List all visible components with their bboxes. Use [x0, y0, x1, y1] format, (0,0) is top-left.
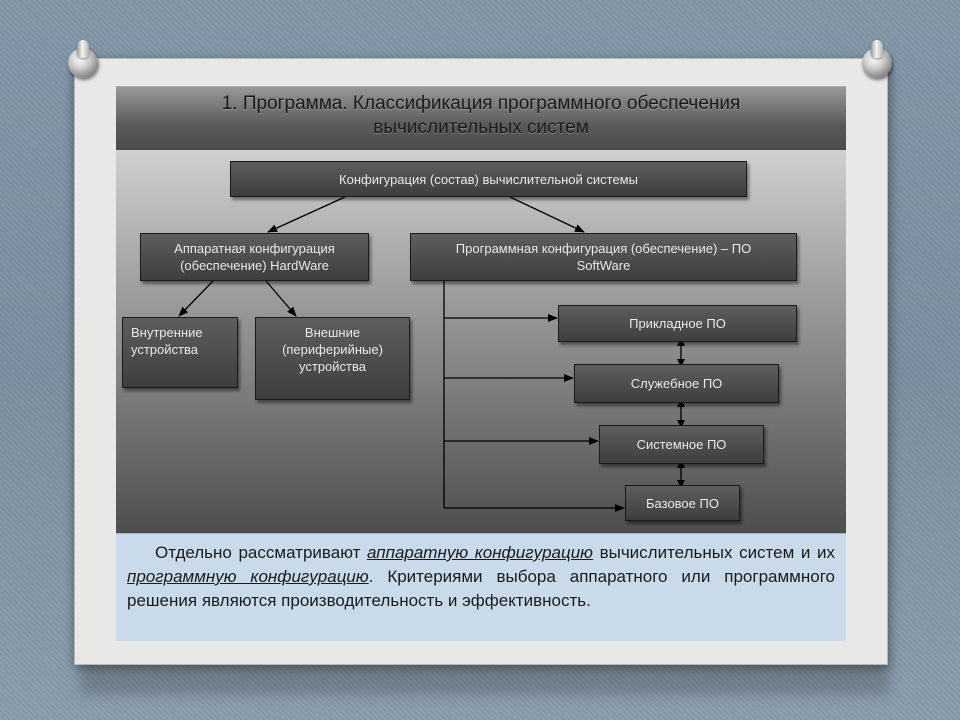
- slide-title: 1. Программа. Классификация программного…: [116, 92, 846, 140]
- box-service-software: Служебное ПО: [574, 364, 779, 403]
- pin-icon: [68, 40, 98, 78]
- box-hardware: Аппаратная конфигурация (обеспечение) Ha…: [140, 233, 369, 281]
- title-line-2: вычислительных систем: [373, 117, 589, 138]
- box-base-software: Базовое ПО: [625, 485, 740, 521]
- box-internal-label: Внутренние устройства: [131, 325, 203, 357]
- box-software: Программная конфигурация (обеспечение) –…: [410, 233, 797, 281]
- para-part-3: . Критериями выбора аппаратного или прог…: [127, 567, 835, 610]
- para-emphasis-software: программную конфигурацию: [127, 567, 369, 586]
- box-hardware-label: Аппаратная конфигурация (обеспечение) Ha…: [174, 241, 335, 273]
- box-applied-software: Прикладное ПО: [558, 305, 797, 342]
- pin-icon: [862, 40, 892, 78]
- box-system-software: Системное ПО: [599, 425, 764, 464]
- title-line-1: 1. Программа. Классификация программного…: [221, 93, 741, 114]
- box-applied-label: Прикладное ПО: [629, 316, 726, 331]
- text-band: [116, 533, 846, 641]
- para-emphasis-hardware: аппаратную конфигурацию: [366, 543, 593, 562]
- box-system-label: Системное ПО: [636, 437, 727, 452]
- para-part-1: Отдельно рассматривают: [155, 543, 367, 562]
- title-band: [116, 86, 846, 150]
- para-part-2: вычислительных систем и их: [592, 543, 836, 562]
- box-service-label: Служебное ПО: [630, 376, 723, 391]
- box-software-label: Программная конфигурация (обеспечение) –…: [455, 241, 752, 273]
- body-paragraph: Отдельно рассматривают аппаратную конфиг…: [127, 541, 835, 613]
- box-external-label: Внешние (периферийные) устройства: [282, 325, 383, 374]
- box-base-label: Базовое ПО: [646, 495, 719, 511]
- box-root-configuration: Конфигурация (состав) вычислительной сис…: [230, 161, 747, 197]
- box-external-devices: Внешние (периферийные) устройства: [255, 317, 410, 400]
- box-internal-devices: Внутренние устройства: [122, 317, 238, 388]
- box-root-label: Конфигурация (состав) вычислительной сис…: [339, 171, 638, 187]
